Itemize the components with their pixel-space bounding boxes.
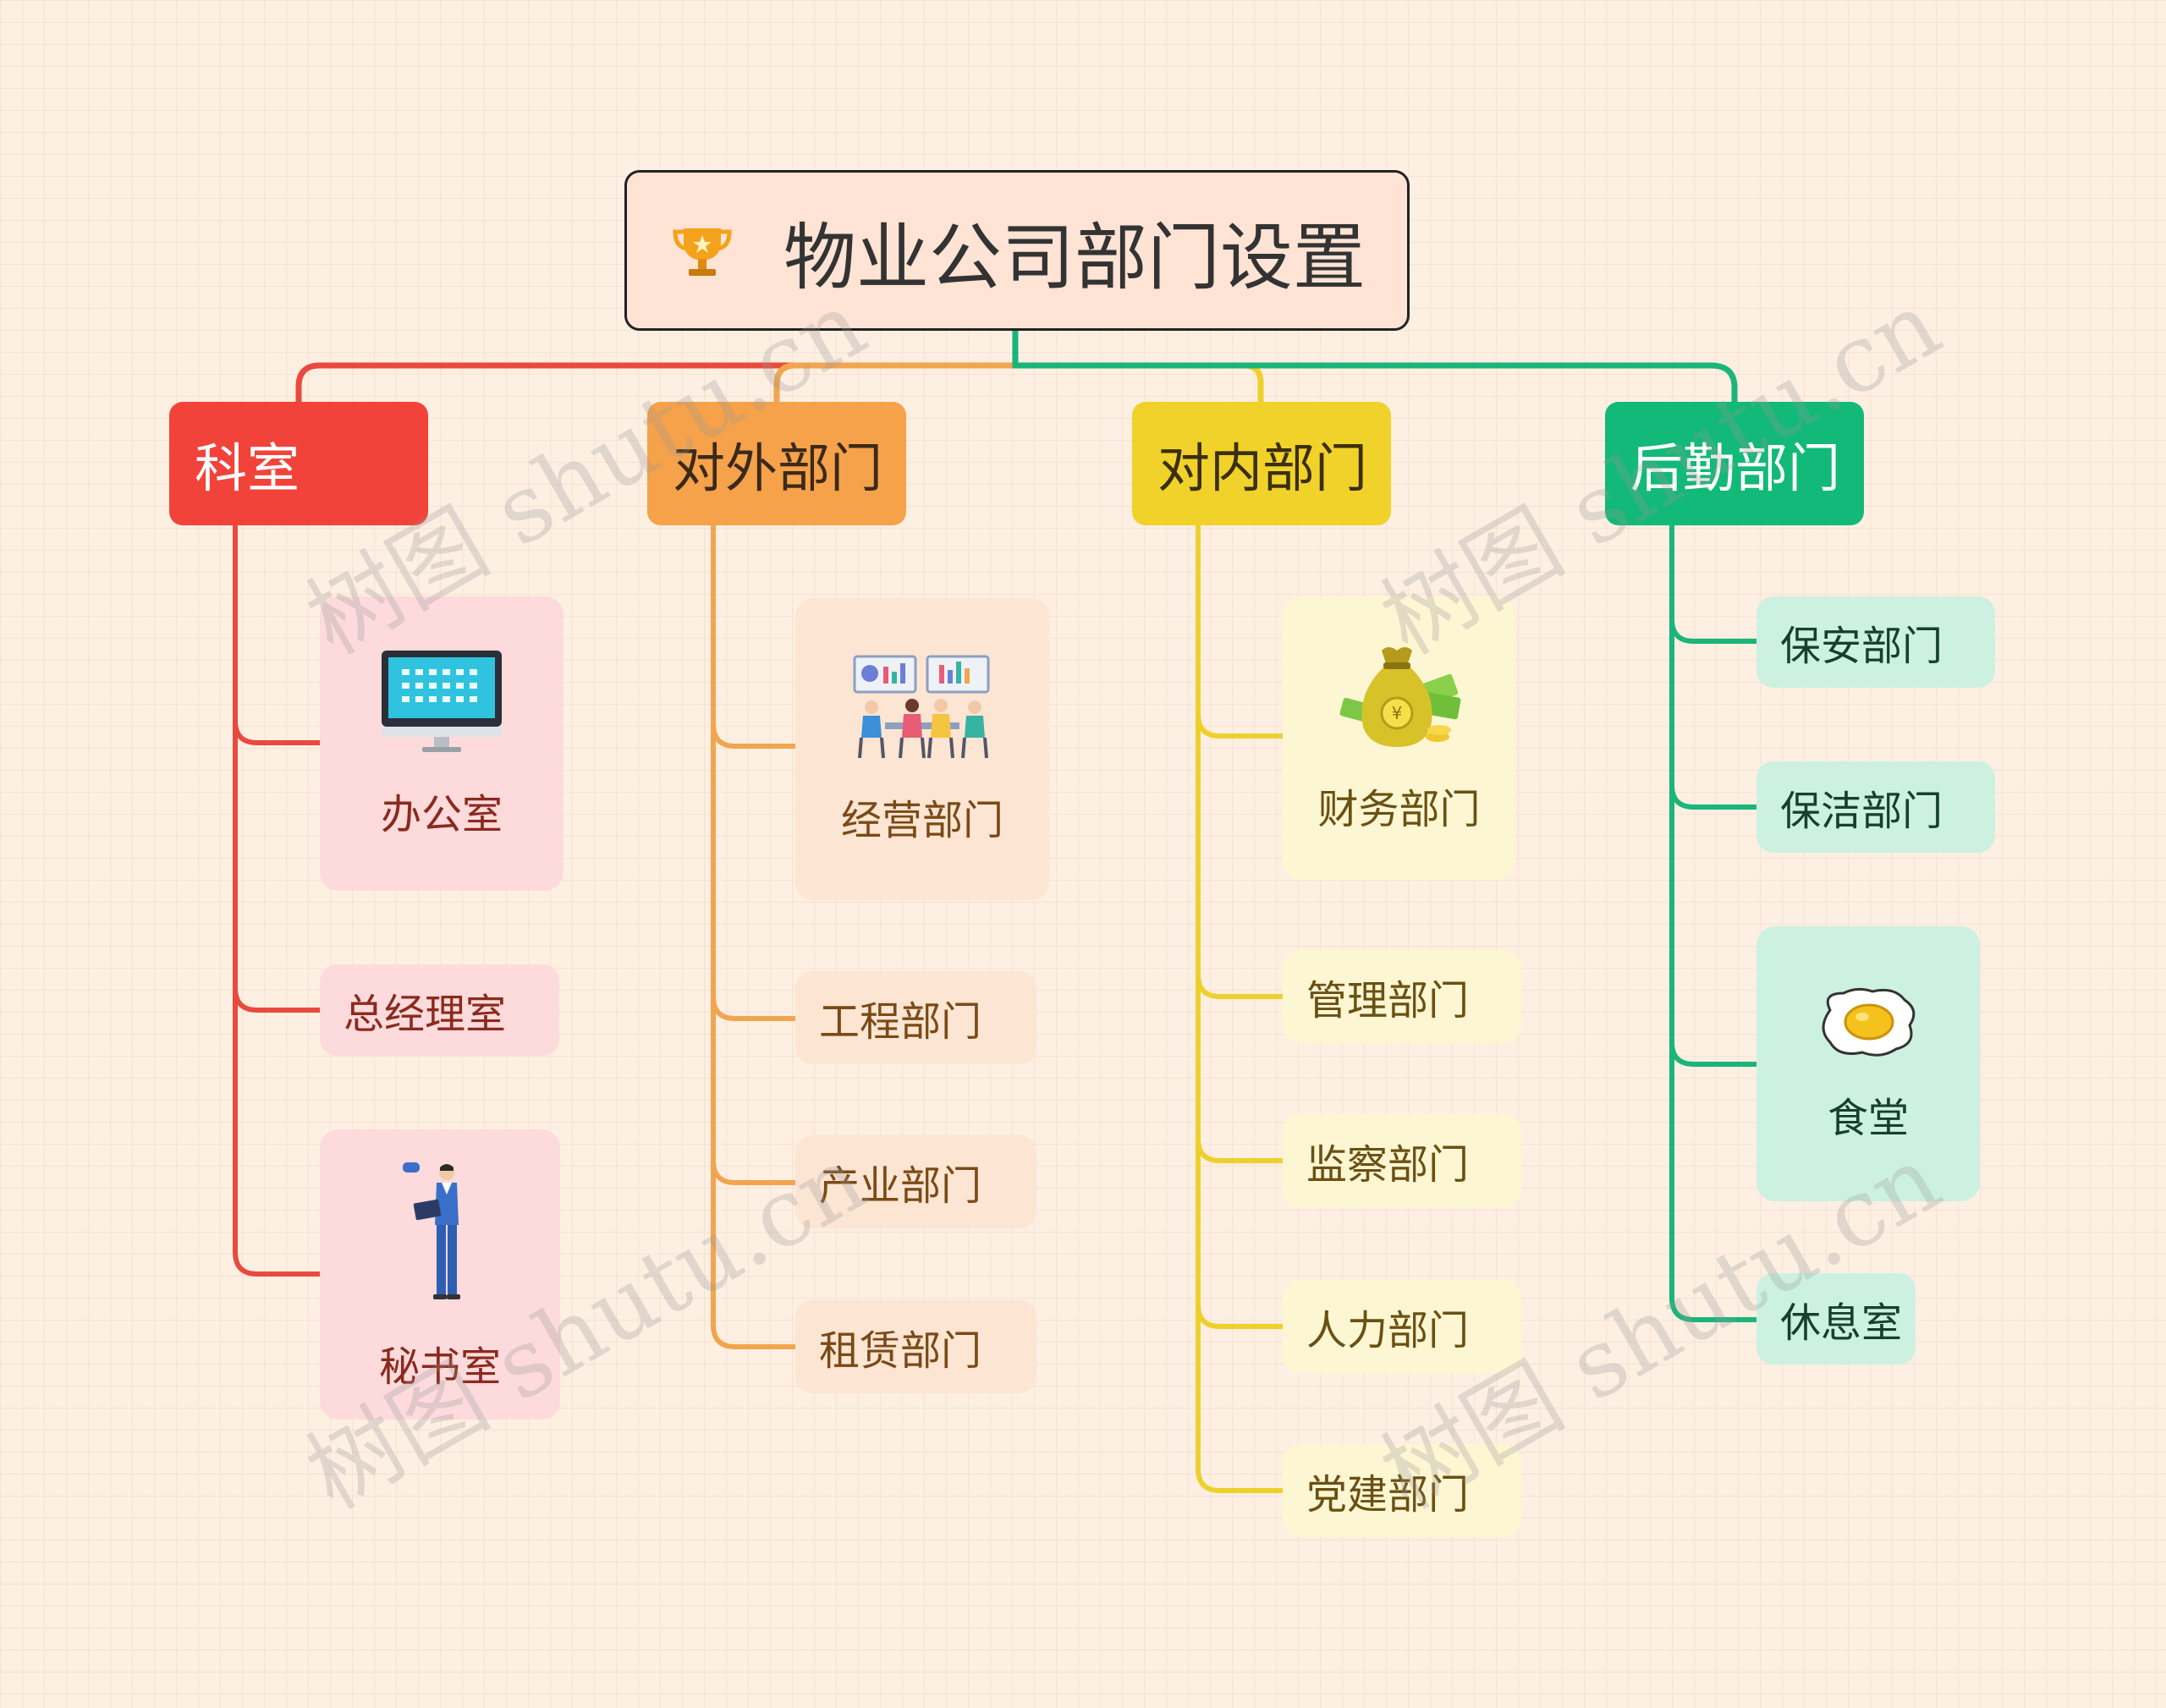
root-topic[interactable]: 物业公司部门设置: [624, 170, 1410, 331]
leaf-label: 经营部门: [840, 796, 1003, 844]
branch-internal-departments[interactable]: 对内部门: [1132, 402, 1391, 525]
leaf-label: 休息室: [1780, 1299, 1903, 1347]
leaf-cleaning-department[interactable]: 保洁部门: [1756, 761, 1995, 853]
leaf-canteen[interactable]: 食堂: [1756, 926, 1980, 1201]
leaf-security-department[interactable]: 保安部门: [1756, 596, 1995, 688]
branch-label: 对外部门: [673, 437, 883, 499]
leaf-label: 食堂: [1827, 1094, 1909, 1142]
leaf-management-department[interactable]: 管理部门: [1283, 950, 1521, 1043]
svg-text:¥: ¥: [1391, 703, 1402, 723]
branch-keshi[interactable]: 科室: [169, 402, 428, 525]
leaf-label: 总经理室: [344, 991, 507, 1038]
leaf-supervision-department[interactable]: 监察部门: [1283, 1114, 1521, 1207]
leaf-finance-department[interactable]: ¥ 财务部门: [1283, 596, 1515, 880]
branch-label: 科室: [195, 437, 300, 499]
fried-egg-icon: [1822, 987, 1916, 1057]
leaf-industry-department[interactable]: 产业部门: [795, 1135, 1036, 1228]
leaf-label: 秘书室: [378, 1343, 501, 1391]
leaf-office[interactable]: 办公室: [320, 596, 563, 891]
leaf-human-resources-department[interactable]: 人力部门: [1283, 1280, 1521, 1373]
leaf-label: 财务部门: [1317, 785, 1481, 833]
leaf-label: 监察部门: [1306, 1141, 1470, 1189]
leaf-label: 工程部门: [819, 998, 982, 1046]
branch-label: 对内部门: [1157, 437, 1368, 499]
leaf-leasing-department[interactable]: 租赁部门: [795, 1300, 1036, 1393]
team-meeting-icon: [853, 655, 990, 758]
root-title: 物业公司部门设置: [783, 215, 1366, 300]
branch-logistics-departments[interactable]: 后勤部门: [1605, 402, 1864, 525]
leaf-label: 租赁部门: [819, 1327, 982, 1375]
leaf-label: 党建部门: [1306, 1471, 1470, 1519]
leaf-party-building-department[interactable]: 党建部门: [1283, 1444, 1521, 1537]
branch-label: 后勤部门: [1630, 437, 1841, 499]
leaf-label: 产业部门: [819, 1162, 982, 1210]
leaf-label: 人力部门: [1306, 1307, 1470, 1354]
leaf-secretary-office[interactable]: 秘书室: [320, 1129, 560, 1420]
leaf-rest-room[interactable]: 休息室: [1756, 1273, 1916, 1365]
leaf-engineering-department[interactable]: 工程部门: [795, 971, 1036, 1064]
leaf-label: 保洁部门: [1780, 788, 1943, 835]
money-bag-icon: ¥: [1339, 646, 1460, 747]
branch-external-departments[interactable]: 对外部门: [647, 402, 906, 525]
leaf-label: 管理部门: [1306, 977, 1470, 1024]
leaf-label: 保安部门: [1780, 623, 1943, 670]
computer-monitor-icon: [382, 651, 502, 752]
leaf-business-department[interactable]: 经营部门: [795, 598, 1049, 900]
leaf-label: 办公室: [380, 791, 503, 838]
leaf-general-manager-office[interactable]: 总经理室: [320, 964, 559, 1056]
person-with-tablet-icon: [403, 1162, 460, 1299]
trophy-icon: [673, 228, 732, 276]
